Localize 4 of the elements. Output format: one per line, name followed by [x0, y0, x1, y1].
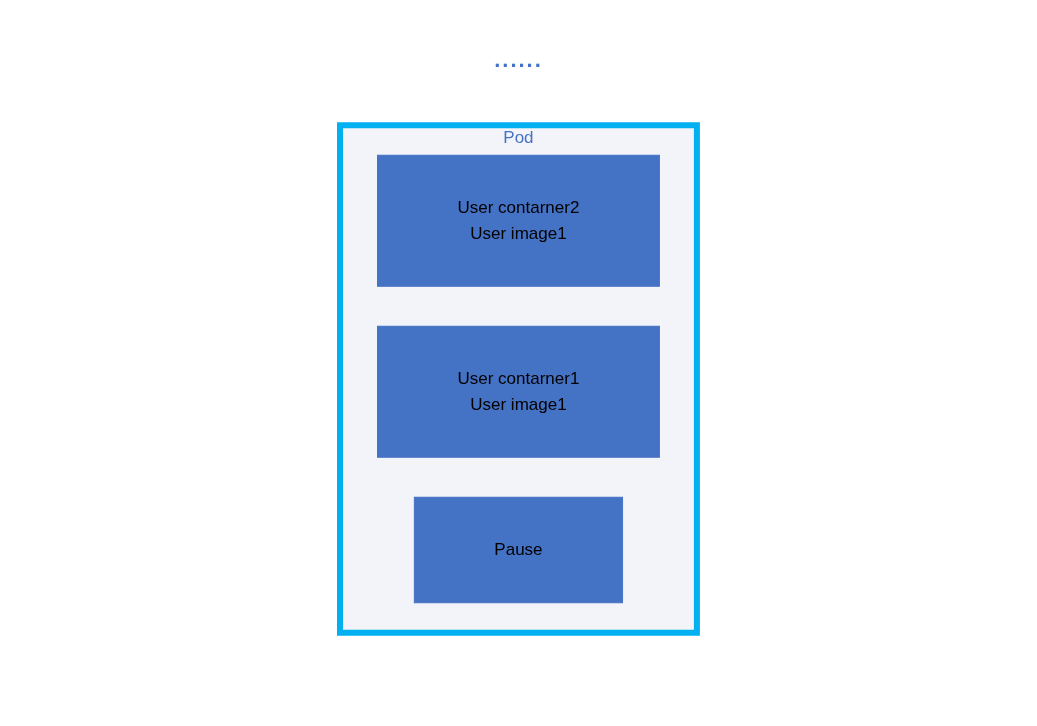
ellipsis-mark: ...... [494, 47, 543, 72]
node-box: User contarner2 User image1 [377, 154, 660, 287]
node-box: User contarner1 User image1 [377, 325, 660, 458]
node-box: Pause [413, 496, 624, 604]
